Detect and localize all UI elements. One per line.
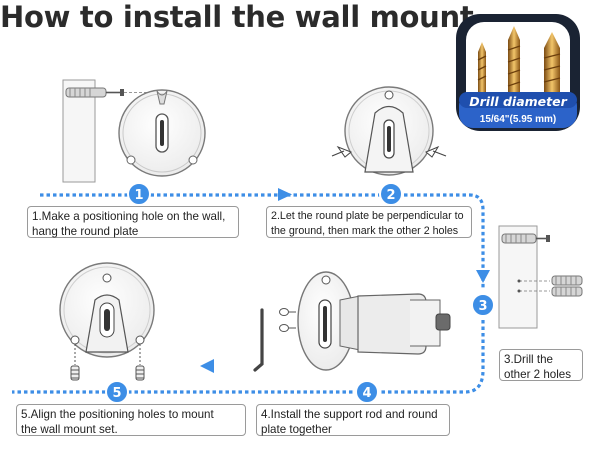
step-1-number: 1 bbox=[134, 188, 143, 203]
step-1-line-2: hang the round plate bbox=[32, 225, 139, 238]
step-5-caption: 5.Align the positioning holes to mount t… bbox=[16, 404, 246, 436]
drill-diameter-size: 15/64"(5.95 mm) bbox=[480, 114, 556, 125]
flow-path bbox=[12, 193, 485, 394]
drill-bits-icon bbox=[477, 26, 561, 92]
arrow-right-icon bbox=[278, 188, 292, 201]
step-5-line-2: the wall mount set. bbox=[21, 423, 118, 436]
step-2-illustration bbox=[331, 86, 447, 176]
arrow-down-icon bbox=[476, 270, 490, 283]
step-3-illustration bbox=[498, 225, 583, 329]
step-5-number: 5 bbox=[112, 386, 121, 401]
step-4-caption: 4.Install the support rod and round plat… bbox=[256, 404, 450, 436]
screws-icon bbox=[70, 344, 145, 381]
drill-diameter-label: Drill diameter bbox=[469, 94, 567, 109]
anchor-plugs-icon bbox=[551, 275, 583, 297]
wall-anchor-icon bbox=[501, 233, 550, 244]
drill-diameter-badge: Drill diameter 15/64"(5.95 mm) bbox=[456, 14, 580, 131]
step-4-line-2: plate together bbox=[261, 423, 332, 436]
step-2-line-1: 2.Let the round plate be perpendicular t… bbox=[271, 210, 464, 222]
step-3-caption: 3.Drill the other 2 holes bbox=[499, 349, 583, 381]
step-3-line-1: 3.Drill the bbox=[504, 353, 553, 366]
step-1-caption: 1.Make a positioning hole on the wall, h… bbox=[27, 206, 239, 238]
step-5-illustration bbox=[59, 262, 155, 381]
step-4-number: 4 bbox=[362, 386, 371, 401]
allen-key-icon bbox=[253, 308, 264, 372]
pencil-mark-left-icon bbox=[331, 145, 352, 158]
round-plate-icon bbox=[59, 262, 155, 358]
step-4-line-1: 4.Install the support rod and round bbox=[261, 408, 438, 421]
step-2-caption: 2.Let the round plate be perpendicular t… bbox=[266, 206, 472, 238]
step-3-badge: 3 bbox=[471, 293, 495, 317]
step-3-line-2: other 2 holes bbox=[504, 368, 572, 381]
page-title: How to install the wall mount bbox=[0, 0, 474, 34]
round-plate-icon bbox=[344, 86, 434, 176]
pencil-mark-right-icon bbox=[425, 145, 447, 158]
step-4-illustration bbox=[253, 271, 451, 372]
arrow-left-icon bbox=[200, 359, 214, 373]
wall-anchor-icon bbox=[65, 87, 124, 98]
step-5-badge: 5 bbox=[105, 380, 129, 404]
step-2-line-2: the ground, then mark the other 2 holes bbox=[271, 225, 459, 237]
step-1-illustration bbox=[62, 79, 206, 183]
step-2-badge: 2 bbox=[379, 182, 403, 206]
step-4-badge: 4 bbox=[355, 380, 379, 404]
step-2-number: 2 bbox=[386, 188, 395, 203]
mount-arm-icon bbox=[297, 271, 451, 371]
screws-icon bbox=[279, 308, 296, 332]
drilled-holes-icon bbox=[517, 279, 550, 293]
step-3-number: 3 bbox=[478, 299, 487, 314]
step-1-line-1: 1.Make a positioning hole on the wall, bbox=[32, 210, 226, 223]
step-1-badge: 1 bbox=[127, 182, 151, 206]
step-5-line-1: 5.Align the positioning holes to mount bbox=[21, 408, 214, 421]
round-plate-icon bbox=[118, 89, 206, 177]
